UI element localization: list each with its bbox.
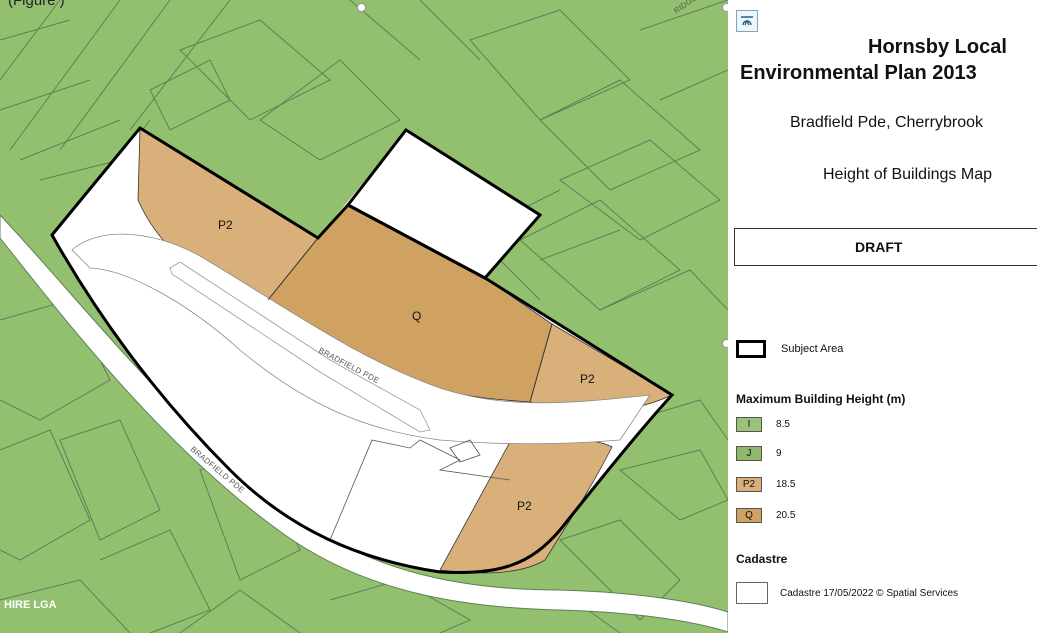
map-canvas[interactable]: P2 Q P2 P2 BRADFIELD PDE BRADFIELD PDE R…: [0, 0, 728, 633]
zone-label-p2-north: P2: [218, 218, 233, 232]
cadastre-label: Cadastre 17/05/2022 © Spatial Services: [780, 587, 959, 599]
legend-row-i: I 8.5: [736, 416, 790, 432]
building-outline-small: [449, 439, 481, 463]
subject-area-swatch: [736, 340, 766, 358]
subject-area-outline: [50, 126, 675, 574]
legend-swatch-p2: P2: [736, 476, 762, 492]
legend-panel: Hornsby Local Environmental Plan 2013 Br…: [728, 0, 1037, 633]
map-svg: P2 Q P2 P2 BRADFIELD PDE BRADFIELD PDE R…: [0, 0, 728, 633]
cadastre-legend-row: Cadastre 17/05/2022 © Spatial Services: [736, 582, 958, 604]
cadastre-swatch: [736, 582, 768, 604]
legend-swatch-j: J: [736, 445, 762, 461]
legend-value-i: 8.5: [776, 418, 790, 430]
lga-label: HIRE LGA: [4, 599, 57, 611]
legend-value-p2: 18.5: [776, 478, 796, 490]
legend-row-p2: P2 18.5: [736, 476, 795, 492]
legend-swatch-q: Q: [736, 507, 762, 523]
legend-title: Maximum Building Height (m): [736, 392, 906, 406]
road-median: [169, 261, 431, 433]
legend-row-q: Q 20.5: [736, 507, 795, 523]
draft-status-text: DRAFT: [855, 239, 903, 255]
zone-label-p2-east: P2: [580, 372, 595, 386]
legend-value-j: 9: [776, 447, 782, 459]
legend-row-j: J 9: [736, 445, 782, 461]
address-text: Bradfield Pde, Cherrybrook: [790, 114, 983, 131]
zone-label-q: Q: [412, 309, 421, 323]
layers-button[interactable]: [736, 10, 758, 32]
legend-swatch-i: I: [736, 416, 762, 432]
cadastre-lines: [0, 0, 728, 633]
cadastre-heading: Cadastre: [736, 552, 788, 566]
zone-dividers: [267, 237, 553, 403]
layers-icon: [741, 16, 753, 26]
map-name-text: Height of Buildings Map: [823, 166, 992, 183]
zone-label-p2-south: P2: [517, 499, 532, 513]
legend-value-q: 20.5: [776, 509, 796, 521]
subject-area-label: Subject Area: [781, 343, 844, 355]
resize-handle-top[interactable]: [357, 3, 366, 12]
bradfield-pde-road: [71, 233, 651, 445]
plan-title-line1: Hornsby Local: [868, 36, 1007, 58]
draft-status-box: DRAFT: [734, 228, 1037, 266]
plan-title-line2: Environmental Plan 2013: [740, 62, 977, 84]
building-outline: [329, 439, 511, 541]
figure-caption: (Figure ): [8, 0, 65, 9]
